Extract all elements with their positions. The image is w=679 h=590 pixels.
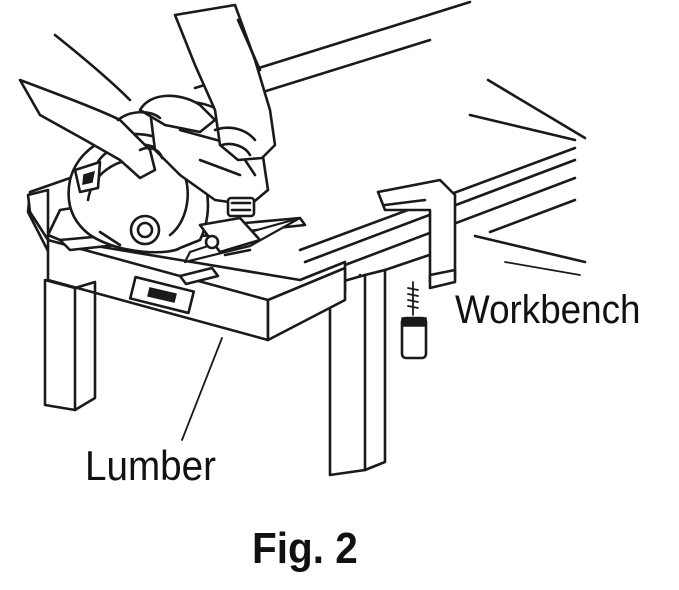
workbench-leader-line [504,261,581,276]
operator-hands [18,3,277,180]
lumber-leader-line [181,337,223,441]
lumber-support-left [43,278,77,412]
lumber-label: Lumber [85,442,217,489]
saw-knob [226,196,256,218]
c-clamp [376,178,457,360]
lumber-end-face [266,266,347,342]
workbench-label: Workbench [455,288,641,332]
saw-handle [138,94,217,134]
figure-caption: Fig. 2 [252,524,358,573]
left-arm [18,78,157,180]
